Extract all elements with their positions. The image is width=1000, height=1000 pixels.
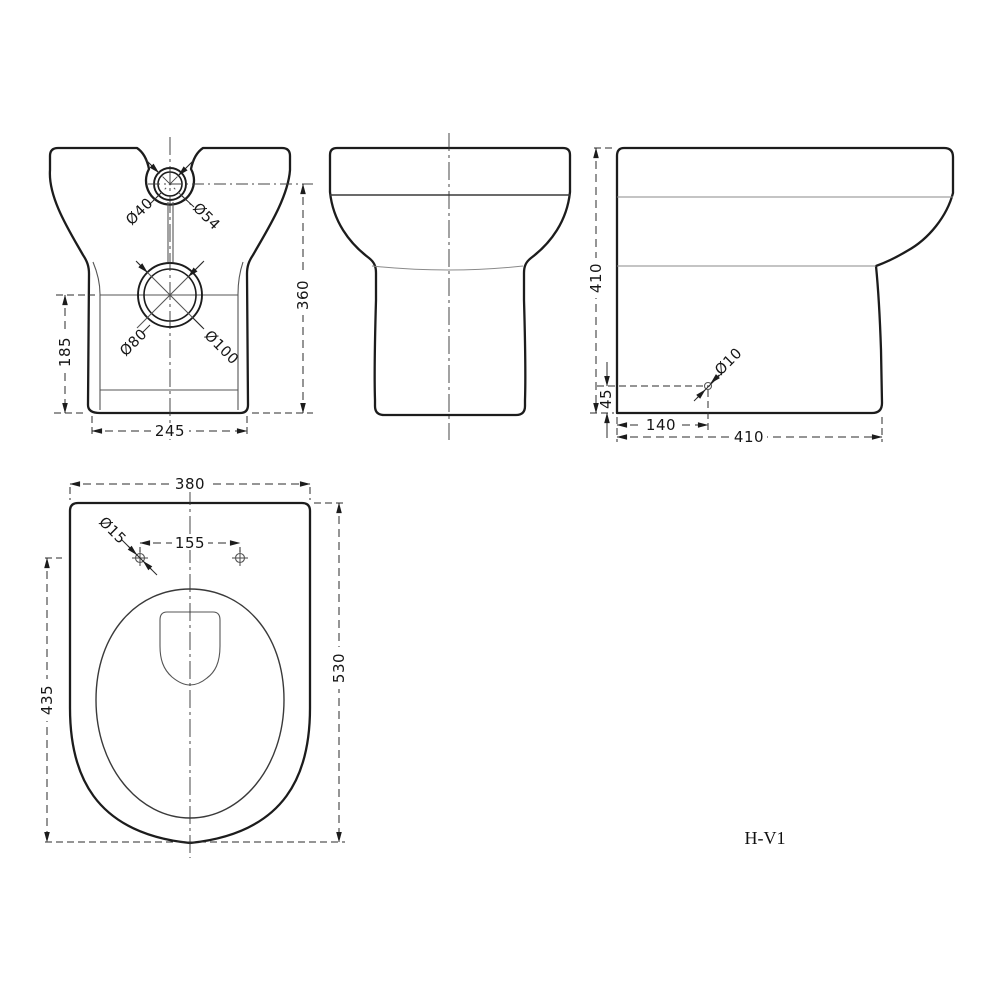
rear-arrow-d40 [178,160,194,176]
label-gap [643,418,679,432]
dim-plan-overall-width: 380 [175,475,205,493]
label-gap [331,647,347,689]
label-gap [171,477,209,492]
label-gap [731,430,767,444]
plan-seat-hole-arrow-upper [127,545,138,556]
label-gap [172,536,208,550]
rear-inner-wall-left [92,261,101,410]
dim-side-hole-setback: 140 [646,416,676,434]
front-view [328,133,572,440]
dim-plan-seat-hole-dia: Ø15 [95,514,128,547]
rear-leader-d80 [141,324,151,334]
dim-rear-inlet-height: 360 [294,280,312,310]
label-gap [588,258,604,298]
plan-view: 380 155 Ø15 435 530 [38,475,348,858]
label-gap [39,679,55,721]
rear-arrow-d80 [188,260,205,277]
rear-inner-wall-right [237,261,244,410]
rear-body-outline [48,146,292,415]
side-view: 410 45 140 410 Ø10 [587,146,955,446]
dim-plan-overall-length: 530 [330,653,348,683]
rear-view: Ø40 Ø54 Ø80 Ø100 360 185 245 [48,137,313,440]
rear-leader-d100 [192,317,205,330]
dim-side-overall-height: 410 [587,263,605,293]
dim-rear-inlet-outer-dia: Ø54 [189,200,222,233]
label-gap [295,275,311,315]
side-body-outline [615,146,955,415]
dim-rear-outlet-outer-dia: Ø100 [201,328,241,368]
dim-rear-inlet-inner-dia: Ø40 [123,195,156,228]
label-gap [57,332,73,372]
model-code: H-V1 [745,828,786,848]
dim-side-overall-depth: 410 [734,428,764,446]
rear-leader-d40 [149,192,162,205]
dim-rear-outlet-inner-dia: Ø80 [117,326,150,359]
rear-arrow-d100 [135,260,148,273]
side-fixing-hole [703,381,713,391]
dim-plan-seat-hole-spacing: 155 [175,534,205,552]
rear-leader-d54 [180,194,195,208]
dim-side-hole-height: 45 [597,389,615,409]
label-gap [151,424,189,439]
dim-rear-base-width: 245 [155,422,185,440]
front-body-outline [328,146,572,417]
front-rim-line [371,265,524,271]
dim-rear-outlet-height: 185 [56,337,74,367]
plan-seat-hole-arrow-lower [142,560,153,571]
rear-arrow-d54 [144,158,160,174]
dim-side-hole-dia: Ø10 [712,345,745,378]
dim-plan-bowl-length: 435 [38,685,56,715]
side-fixing-hole-arrow-lower [696,389,706,399]
side-fixing-hole-arrow-upper [710,374,720,384]
